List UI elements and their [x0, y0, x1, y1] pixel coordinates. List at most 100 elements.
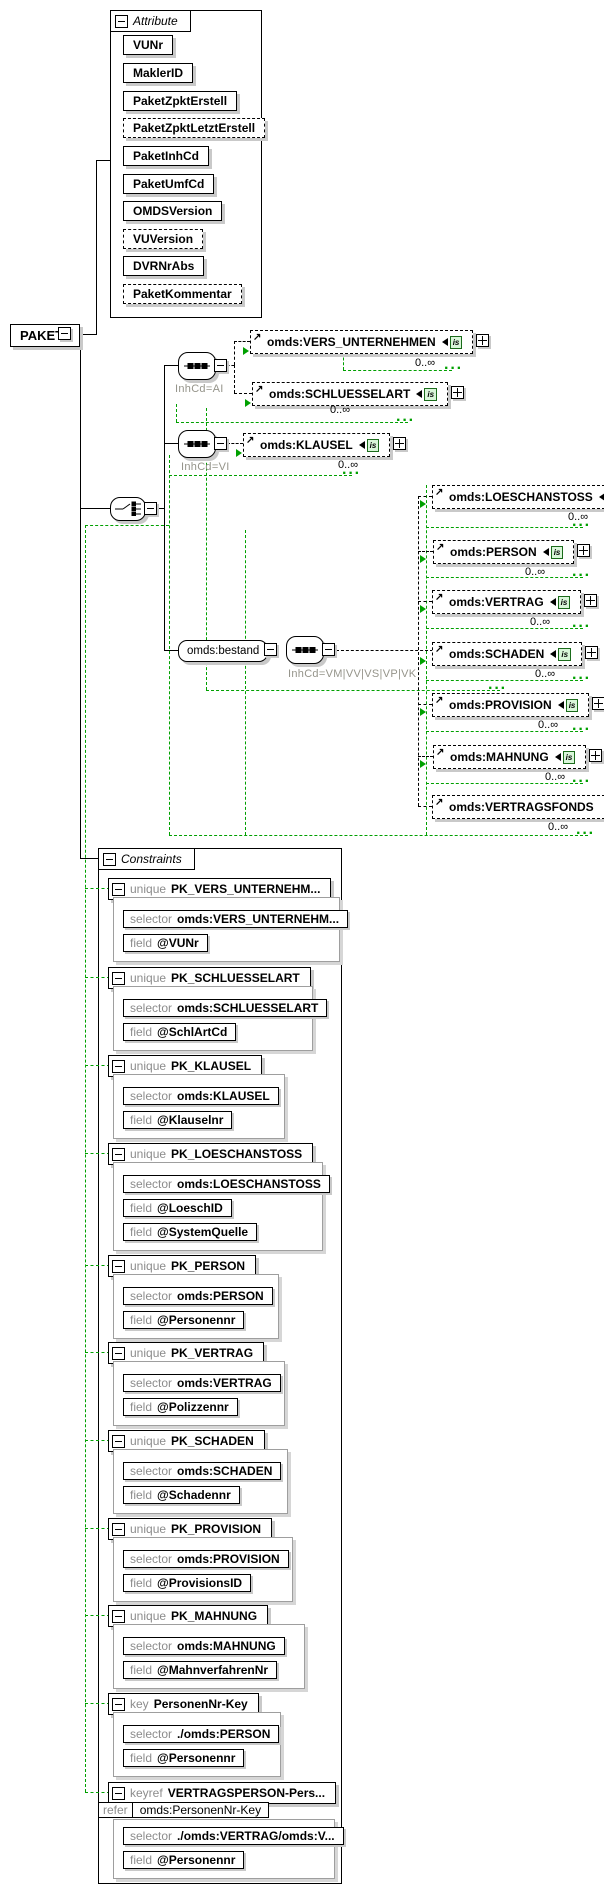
field-row[interactable]: field@Schadennr: [123, 1486, 240, 1504]
constraint-pk-vertrag[interactable]: unique PK_VERTRAG: [108, 1342, 265, 1364]
element-vers-unternehmen[interactable]: omds:VERS_UNTERNEHMEN is: [250, 330, 490, 354]
attribute-paketzpktletzterstell[interactable]: PaketZpktLetztErstell: [123, 118, 266, 138]
field-row[interactable]: field@Personennr: [123, 1851, 245, 1869]
field-row[interactable]: field@Personennr: [123, 1311, 245, 1329]
expand-icon[interactable]: [584, 594, 598, 607]
field-row[interactable]: field@Klauselnr: [123, 1111, 233, 1129]
collapse-icon[interactable]: [112, 971, 125, 985]
expand-icon[interactable]: [589, 749, 603, 762]
attribute-vunr[interactable]: VUNr: [123, 35, 174, 55]
constraints-section-tab[interactable]: Constraints: [98, 848, 195, 870]
connector-dashed: [418, 601, 432, 602]
constraint-pk-loeschanstoss[interactable]: unique PK_LOESCHANSTOSS: [108, 1143, 314, 1165]
attribute-paketinhcd[interactable]: PaketInhCd: [123, 146, 210, 166]
collapse-icon[interactable]: [214, 359, 227, 372]
field-row[interactable]: field@SystemQuelle: [123, 1223, 258, 1241]
element-klausel[interactable]: omds:KLAUSEL is: [243, 433, 407, 457]
field-row[interactable]: field@LoeschID: [123, 1199, 232, 1217]
element-provision[interactable]: omds:PROVISION is: [432, 693, 604, 717]
selector-row[interactable]: selector./omds:PERSON: [123, 1725, 280, 1743]
choice-compositor-icon[interactable]: [110, 497, 146, 521]
collapse-icon[interactable]: [264, 643, 277, 656]
collapse-icon[interactable]: [112, 1346, 125, 1360]
attribute-paketzpkterstell[interactable]: PaketZpktErstell: [123, 91, 238, 111]
collapse-icon[interactable]: [214, 437, 227, 450]
element-schaden[interactable]: omds:SCHADEN is: [432, 642, 599, 666]
constraint-personennr-key[interactable]: key PersonenNr-Key: [108, 1693, 259, 1715]
expand-icon[interactable]: [592, 697, 604, 710]
collapse-icon[interactable]: [103, 852, 116, 866]
collapse-icon[interactable]: [112, 1259, 125, 1273]
element-person[interactable]: omds:PERSON is: [433, 540, 591, 564]
element-vertragsfonds[interactable]: omds:VERTRAGSFONDS: [432, 795, 604, 819]
field-row[interactable]: field@SchlArtCd: [123, 1023, 237, 1041]
collapse-icon[interactable]: [322, 643, 335, 656]
collapse-icon[interactable]: [112, 1522, 125, 1536]
collapse-icon[interactable]: [112, 1434, 125, 1448]
collapse-icon[interactable]: [112, 882, 125, 896]
collapse-icon[interactable]: [115, 14, 128, 28]
field-row[interactable]: field@MahnverfahrenNr: [123, 1661, 278, 1679]
constraint-pk-provision[interactable]: unique PK_PROVISION: [108, 1518, 273, 1540]
constraint-link-stub: [85, 1265, 110, 1266]
connector: [164, 365, 178, 366]
element-schluesselart[interactable]: omds:SCHLUESSELART is: [252, 382, 465, 406]
attribute-vuversion[interactable]: VUVersion: [123, 229, 204, 249]
sequence-compositor-icon[interactable]: [178, 352, 216, 380]
ref-arrow-icon: [435, 797, 443, 808]
collapse-icon[interactable]: [112, 1786, 125, 1800]
refer-row[interactable]: refer omds:PersonenNr-Key: [98, 1802, 270, 1818]
element-loeschanstoss[interactable]: omds:LOESCHANSTOSS is: [432, 485, 604, 509]
expand-icon[interactable]: [451, 386, 465, 399]
constraint-pk-klausel[interactable]: unique PK_KLAUSEL: [108, 1055, 263, 1077]
element-vertrag[interactable]: omds:VERTRAG is: [432, 590, 598, 614]
field-row[interactable]: field@Personennr: [123, 1749, 245, 1767]
expand-icon[interactable]: [577, 544, 591, 557]
attribute-paketkommentar[interactable]: PaketKommentar: [123, 284, 242, 304]
constraint-kind: keyref: [130, 1786, 163, 1800]
attribute-section-tab[interactable]: Attribute: [110, 10, 191, 32]
connector-dashed: [234, 365, 235, 393]
cardinality-label: 0..∞: [545, 771, 566, 783]
field-row[interactable]: field@Polizzennr: [123, 1398, 238, 1416]
expand-icon[interactable]: [476, 334, 490, 347]
collapse-icon[interactable]: [112, 1609, 125, 1623]
ref-arrow-icon: [435, 695, 443, 706]
collapse-icon[interactable]: [112, 1059, 125, 1073]
expand-icon[interactable]: [585, 646, 599, 659]
collapse-icon[interactable]: [112, 1697, 125, 1711]
expand-icon[interactable]: [393, 437, 407, 450]
connector-dashed: [418, 551, 433, 552]
selector-row[interactable]: selector./omds:VERTRAG/omds:V...: [123, 1827, 344, 1845]
field-row[interactable]: field@ProvisionsID: [123, 1574, 252, 1592]
sequence-compositor-icon[interactable]: [178, 430, 216, 458]
sequence-compositor-icon[interactable]: [286, 636, 324, 664]
attribute-dvrnrabs[interactable]: DVRNrAbs: [123, 256, 205, 276]
constraint-pk-vers-unternehmen[interactable]: unique PK_VERS_UNTERNEHM...: [108, 878, 332, 900]
collapse-icon[interactable]: [112, 1147, 125, 1161]
field-row[interactable]: field@VUNr: [123, 934, 208, 952]
attribute-maklerid[interactable]: MaklerID: [123, 63, 194, 83]
element-mahnung[interactable]: omds:MAHNUNG is: [433, 745, 603, 769]
constraint-vertragsperson-keyref[interactable]: keyref VERTRAGSPERSON-Pers...: [108, 1782, 337, 1804]
collapse-icon[interactable]: [58, 327, 71, 340]
constraint-link-stub: [85, 1065, 110, 1066]
element-bestand[interactable]: omds:bestand: [178, 640, 269, 662]
attribute-omdsversion[interactable]: OMDSVersion: [123, 201, 223, 221]
collapse-icon[interactable]: [144, 502, 157, 515]
constraint-pk-schluesselart[interactable]: unique PK_SCHLUESSELART: [108, 967, 311, 989]
attribute-paketumfcd[interactable]: PaketUmfCd: [123, 174, 215, 194]
